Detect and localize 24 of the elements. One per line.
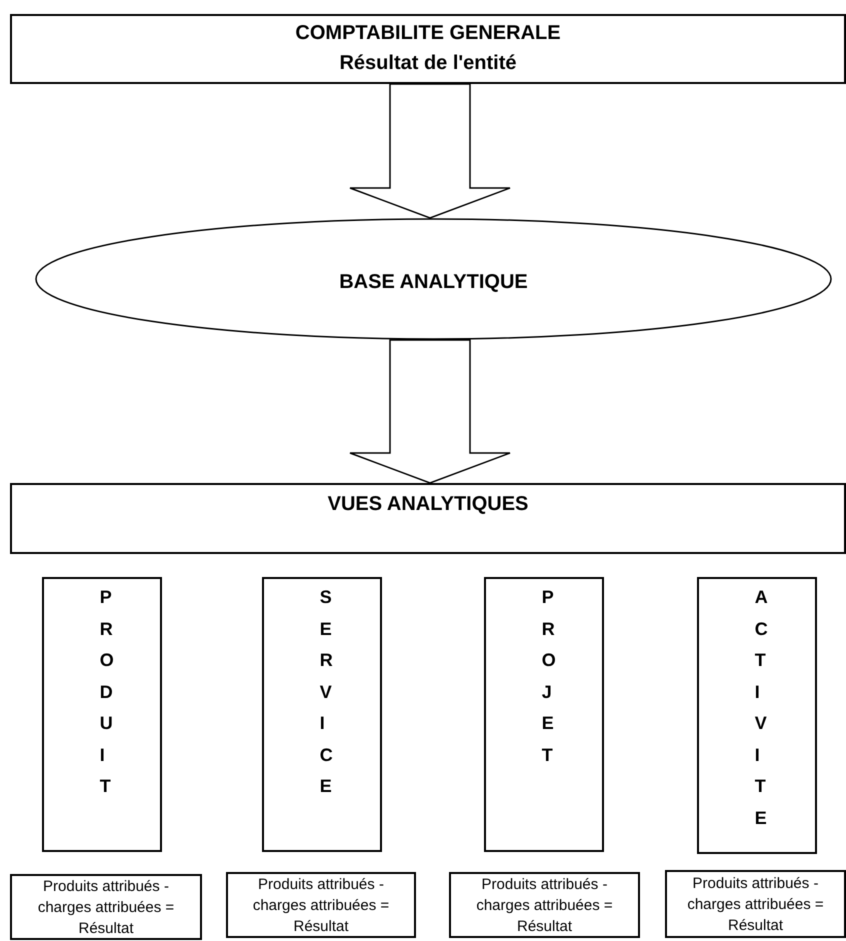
block-arrow bbox=[349, 83, 511, 219]
vertical-label-box bbox=[42, 577, 162, 852]
node-label: SERVICE bbox=[320, 586, 338, 798]
result-box bbox=[665, 870, 846, 938]
node-label: VUES ANALYTIQUES bbox=[328, 492, 528, 517]
node-label: Résultat de l'entité bbox=[339, 51, 516, 76]
node-label: BASE ANALYTIQUE bbox=[339, 270, 528, 295]
formula-text: Produits attribués - charges attribuées = Résultat bbox=[252, 874, 390, 936]
title-box bbox=[10, 483, 846, 554]
result-box bbox=[226, 872, 416, 938]
title-box bbox=[10, 14, 846, 84]
result-box bbox=[449, 872, 640, 938]
node-label: PROJET bbox=[542, 586, 560, 766]
vertical-label-box bbox=[697, 577, 817, 854]
result-box bbox=[10, 874, 202, 940]
node-label: PRODUIT bbox=[100, 586, 118, 798]
block-arrow bbox=[349, 339, 511, 484]
formula-text: Produits attribués - charges attribuées = Résultat bbox=[686, 874, 825, 936]
formula-text: Produits attribués - charges attribuées = Résultat bbox=[36, 876, 176, 938]
vertical-label-box bbox=[484, 577, 604, 852]
vertical-label-box bbox=[262, 577, 382, 852]
node-label: COMPTABILITE GENERALE bbox=[295, 21, 561, 46]
formula-text: Produits attribués - charges attribuées = Résultat bbox=[475, 874, 614, 936]
node-label: ACTIVITE bbox=[754, 586, 773, 830]
